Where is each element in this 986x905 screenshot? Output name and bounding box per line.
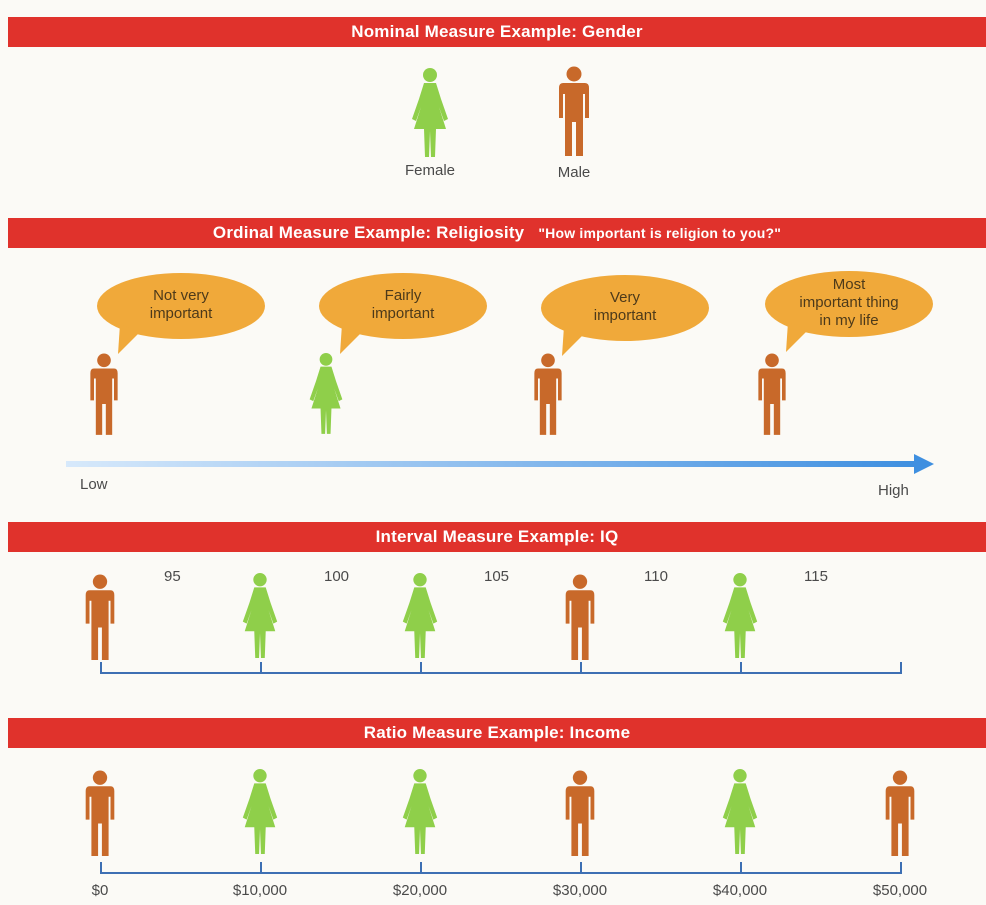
scale-tick (100, 862, 102, 874)
female-label: Female (404, 162, 456, 179)
male-figure-icon (752, 348, 792, 440)
high-label: High (878, 482, 909, 499)
speech-bubble-body (97, 273, 265, 339)
speech-bubble-tail (786, 322, 808, 352)
ordinal-title: Ordinal Measure Example: Religiosity (212, 223, 525, 242)
income-value-label: $40,000 (712, 882, 768, 899)
scale-tick (260, 862, 262, 874)
ratio-banner: Ratio Measure Example: Income (8, 718, 986, 748)
interval-banner: Interval Measure Example: IQ (8, 522, 986, 552)
low-label: Low (80, 476, 108, 493)
nominal-title: Nominal Measure Example: Gender (351, 22, 643, 41)
income-value-label: $30,000 (552, 882, 608, 899)
ratio-title: Ratio Measure Example: Income (363, 723, 631, 742)
speech-bubble-shape (765, 271, 933, 352)
scale-tick (420, 662, 422, 674)
scale-tick (900, 662, 902, 674)
scale-tick (740, 662, 742, 674)
speech-bubble-tail (118, 324, 140, 354)
income-value-label: $20,000 (392, 882, 448, 899)
speech-bubble-tail (340, 324, 362, 354)
speech-bubble-text: Fairly important (371, 287, 435, 322)
female-figure-icon (399, 766, 441, 856)
male-figure-icon (79, 766, 121, 860)
scale-tick (100, 662, 102, 674)
interval-title: Interval Measure Example: IQ (375, 527, 619, 546)
male-figure-icon (879, 766, 921, 860)
male-figure-icon (559, 570, 601, 664)
female-figure-icon (239, 766, 281, 856)
male-figure-icon (528, 348, 568, 440)
income-value-label: $10,000 (232, 882, 288, 899)
male-figure-icon (84, 348, 124, 440)
iq-value-label: 100 (324, 568, 350, 585)
iq-value-label: 110 (644, 568, 668, 585)
scale-tick (900, 862, 902, 874)
scale-tick (580, 662, 582, 674)
scale-axis-line (100, 872, 902, 874)
scale-tick (420, 862, 422, 874)
income-value-label: $0 (91, 882, 109, 899)
male-figure-icon (79, 570, 121, 664)
speech-bubble-text: Most important thing in my life (799, 276, 899, 329)
speech-bubble-body (541, 275, 709, 341)
speech-bubble-shape (97, 273, 265, 354)
female-figure-icon (399, 570, 441, 660)
female-figure-icon (408, 66, 452, 158)
male-figure-icon (559, 766, 601, 860)
female-figure-icon (719, 570, 761, 660)
male-label: Male (557, 164, 591, 181)
scale-tick (260, 662, 262, 674)
ordinal-question: "How important is religion to you?" (538, 225, 782, 241)
female-figure-icon (239, 570, 281, 660)
scale-tick (740, 862, 742, 874)
ordinal-banner: Ordinal Measure Example: Religiosity "Ho… (8, 218, 986, 248)
speech-bubble-body (319, 273, 487, 339)
scale-tick (580, 862, 582, 874)
female-figure-icon (719, 766, 761, 856)
iq-value-label: 105 (484, 568, 510, 585)
speech-bubble-shape (541, 275, 709, 356)
income-value-label: $50,000 (872, 882, 928, 899)
iq-value-label: 115 (804, 568, 828, 585)
female-figure-icon (306, 348, 346, 438)
speech-bubble-text: Not very important (149, 287, 213, 322)
speech-bubble-shape (319, 273, 487, 354)
male-figure-icon (552, 64, 596, 158)
speech-bubble-text: Very important (593, 289, 657, 324)
iq-value-label: 95 (164, 568, 181, 585)
nominal-banner: Nominal Measure Example: Gender (8, 17, 986, 47)
scale-axis-line (100, 672, 902, 674)
speech-bubble-body (765, 271, 933, 337)
speech-bubble-tail (562, 326, 584, 356)
low-to-high-arrow-icon (66, 454, 934, 474)
